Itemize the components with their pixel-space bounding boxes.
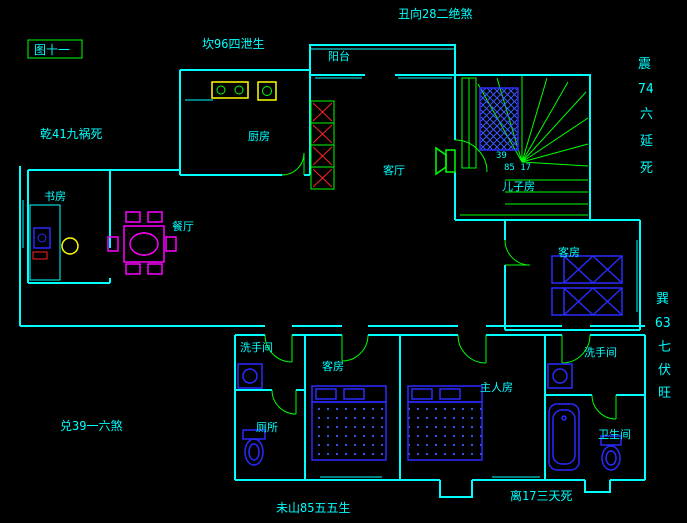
annotation-zhen: 震 74 六 延 死: [638, 57, 654, 176]
chair: [107, 236, 119, 252]
label-dining: 餐厅: [172, 219, 194, 233]
burner-icon: [216, 85, 226, 95]
annotation-qian: 乾41九祸死: [40, 126, 102, 141]
zhen-char: 死: [640, 161, 653, 176]
zhen-char: 震: [638, 57, 651, 72]
label-wash-right: 洗手间: [584, 345, 617, 359]
annotation-top: 丑向28二绝煞: [398, 6, 472, 21]
xun-char: 七: [658, 340, 671, 355]
pillow: [343, 388, 365, 400]
chair: [147, 211, 163, 223]
bathtub: [548, 403, 580, 471]
annotation-weishan: 未山85五五生: [276, 501, 350, 515]
kitchen-sink: [257, 81, 277, 101]
label-balcony: 阳台: [328, 49, 350, 63]
window-lines: [22, 48, 638, 478]
study-desk: [29, 204, 79, 281]
annotation-li: 离17三天死: [510, 488, 572, 503]
label-kitchen: 厨房: [248, 130, 270, 143]
washbasin-left: [237, 363, 263, 389]
zhen-char: 延: [640, 134, 653, 149]
pillow: [439, 388, 461, 400]
xun-char: 旺: [658, 386, 671, 401]
chair: [125, 263, 141, 275]
label-son-room: 儿子房: [502, 180, 535, 193]
label-wash-left: 洗手间: [240, 340, 273, 354]
label-toilet: 厕所: [256, 421, 278, 434]
label-bathroom: 卫生间: [598, 427, 631, 441]
xun-char: 伏: [658, 363, 671, 378]
label-living: 客厅: [383, 163, 405, 177]
stair-number-top: 39: [496, 151, 507, 161]
toilet-right: [600, 435, 622, 471]
chair: [125, 211, 141, 223]
pillow: [411, 388, 433, 400]
annotation-dui: 兑39一六煞: [60, 419, 122, 433]
son-bed: [479, 87, 519, 151]
master-bed: [407, 385, 483, 461]
burner-icon: [234, 85, 244, 95]
walls: [19, 44, 646, 498]
computer-monitor: [33, 227, 51, 249]
figure-label-box: [27, 39, 83, 59]
pillow: [315, 388, 337, 400]
zhen-char: 74: [638, 82, 654, 97]
annotation-xun: 巽 63 七 伏 旺: [655, 292, 671, 401]
annotation-kan: 坎96四泄生: [202, 37, 264, 51]
xun-char: 63: [655, 316, 671, 331]
chair: [147, 263, 163, 275]
chair: [165, 236, 177, 252]
zhen-char: 六: [640, 107, 653, 122]
label-study: 书房: [44, 190, 66, 203]
guest-bed: [311, 385, 387, 461]
keyboard: [32, 251, 48, 260]
xun-char: 巽: [656, 292, 669, 307]
bunk-beds: [551, 255, 623, 316]
label-guest-bottom: 客房: [322, 359, 344, 373]
sofa: [310, 100, 335, 190]
desk-chair: [61, 237, 79, 255]
dining-table: [107, 211, 177, 275]
stove: [211, 81, 249, 99]
washbasin-right: [547, 363, 573, 389]
toilet-left: [242, 429, 266, 466]
label-guest-right: 客房: [558, 245, 580, 259]
stair-number-bottom: 85 17: [504, 163, 531, 173]
door-swings: [264, 139, 617, 420]
stairs: [460, 76, 589, 216]
door-symbol-icon: [435, 146, 456, 176]
figure-label: 图十一: [34, 43, 70, 57]
label-master: 主人房: [480, 381, 513, 394]
